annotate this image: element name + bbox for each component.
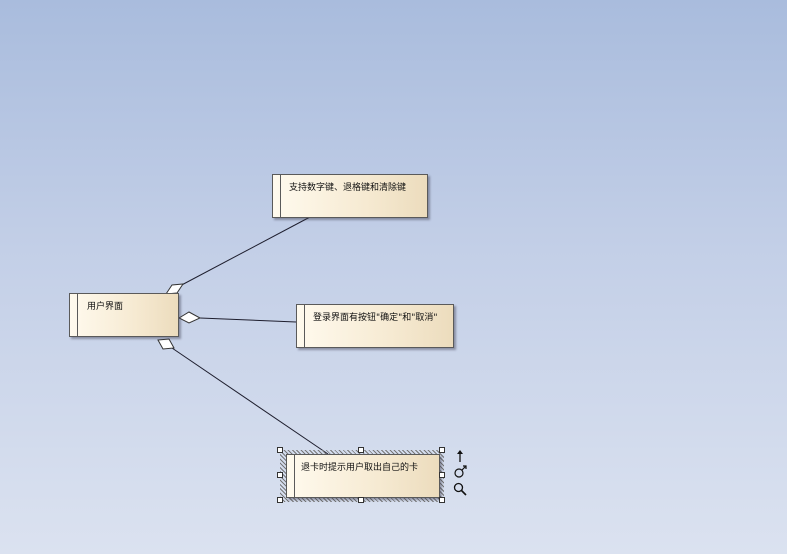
- resize-handle-bottom-right[interactable]: [439, 497, 445, 503]
- connector-eject-card[interactable]: [171, 347, 329, 455]
- node-stereotype-bar: [304, 305, 309, 347]
- node-keys-support[interactable]: 支持数字键、退格键和清除键: [272, 174, 428, 218]
- node-eject-card[interactable]: 退卡时提示用户取出自己的卡: [286, 454, 440, 498]
- node-user-interface[interactable]: 用户界面: [69, 293, 179, 337]
- node-label: 退卡时提示用户取出自己的卡: [301, 463, 419, 473]
- resize-handle-top-left[interactable]: [277, 447, 283, 453]
- resize-handle-middle-right[interactable]: [439, 472, 445, 478]
- arrow-up-icon[interactable]: [453, 449, 467, 463]
- resize-handle-bottom-center[interactable]: [358, 497, 364, 503]
- node-stereotype-bar: [77, 294, 82, 336]
- aggregation-diamond-login-buttons: [177, 311, 202, 324]
- resize-handle-bottom-left[interactable]: [277, 497, 283, 503]
- connector-keys-support[interactable]: [175, 216, 311, 289]
- resize-handle-top-center[interactable]: [358, 447, 364, 453]
- node-label: 支持数字键、退格键和清除键: [289, 183, 407, 193]
- node-label: 用户界面: [87, 302, 124, 312]
- resize-handle-top-right[interactable]: [439, 447, 445, 453]
- node-stereotype-bar: [280, 175, 285, 217]
- connector-login-buttons[interactable]: [199, 317, 297, 323]
- node-stereotype-bar: [294, 455, 299, 497]
- node-login-buttons[interactable]: 登录界面有按钮"确定"和"取消": [296, 304, 454, 348]
- magnifier-icon[interactable]: [453, 482, 467, 496]
- resize-handle-middle-left[interactable]: [277, 472, 283, 478]
- link-icon[interactable]: [453, 465, 467, 479]
- aggregation-diamond-eject-card: [157, 338, 175, 350]
- node-label: 登录界面有按钮"确定"和"取消": [313, 313, 438, 323]
